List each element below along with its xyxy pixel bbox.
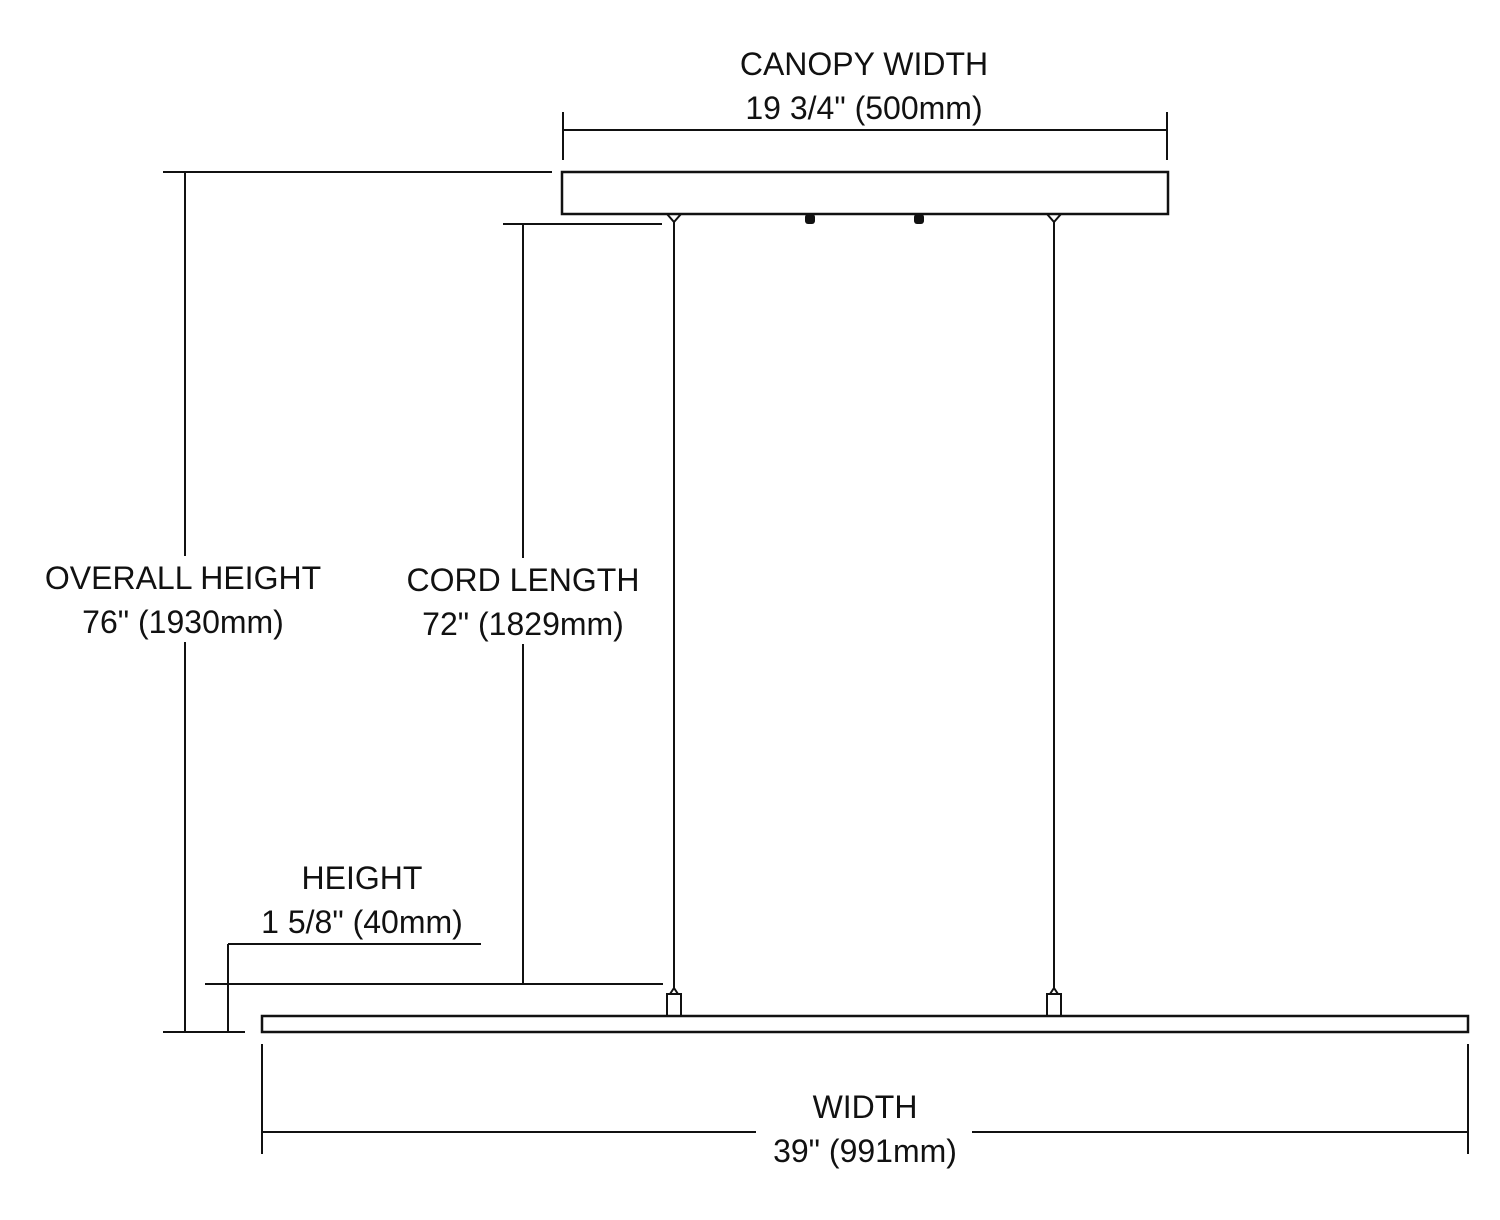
cord-length-label: CORD LENGTH 72" (1829mm) [407, 558, 640, 646]
width-label: WIDTH 39" (991mm) [773, 1085, 957, 1173]
light-bar [260, 1014, 1470, 1034]
height-value: 1 5/8" (40mm) [261, 904, 463, 940]
overall-height-dimension [163, 171, 552, 1033]
height-title: HEIGHT [301, 860, 423, 896]
canopy-width-dimension [562, 112, 1168, 160]
width-value: 39" (991mm) [773, 1133, 957, 1169]
canopy-width-title: CANOPY WIDTH [739, 46, 989, 82]
cord-length-title: CORD LENGTH [406, 562, 640, 598]
width-title: WIDTH [812, 1089, 918, 1125]
canopy [560, 170, 1170, 216]
overall-height-label: OVERALL HEIGHT 76" (1930mm) [45, 556, 321, 644]
cord-left [664, 213, 684, 1017]
cord-length-value: 72" (1829mm) [422, 606, 624, 642]
height-dimension [227, 943, 481, 1032]
overall-height-value: 76" (1930mm) [82, 604, 284, 640]
height-label: HEIGHT 1 5/8" (40mm) [261, 856, 463, 944]
canopy-mounts [805, 214, 924, 224]
overall-height-title: OVERALL HEIGHT [44, 560, 322, 596]
cord-length-dimension [205, 223, 663, 985]
width-dimension [261, 1044, 1469, 1154]
canopy-width-value: 19 3/4" (500mm) [745, 90, 983, 126]
canopy-width-label: CANOPY WIDTH 19 3/4" (500mm) [740, 42, 988, 130]
cord-right [1044, 213, 1064, 1017]
